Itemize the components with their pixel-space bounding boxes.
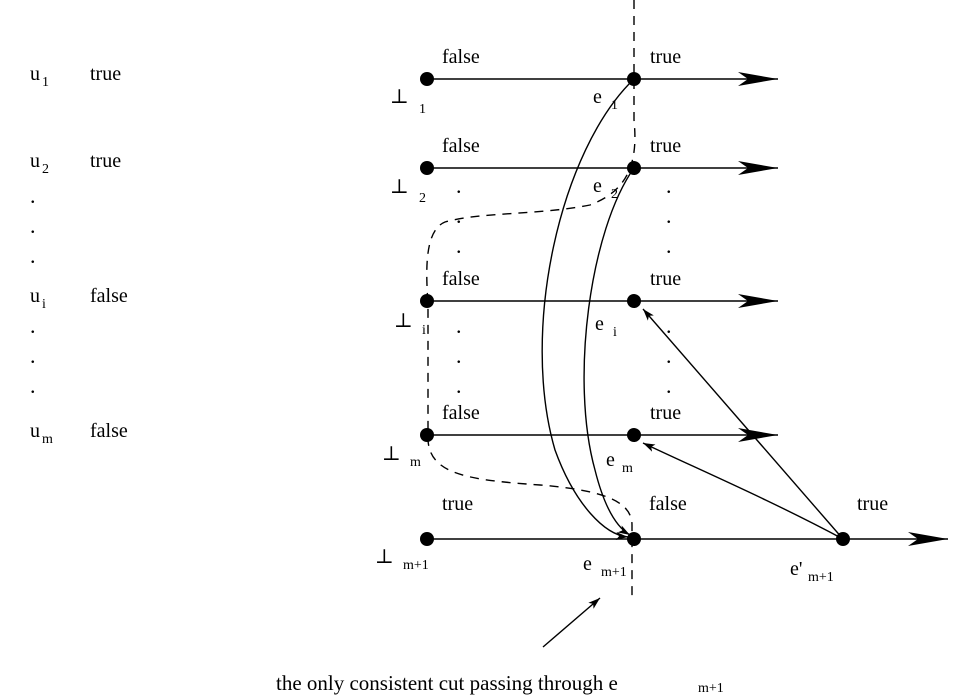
caption-pointer-arrow xyxy=(542,597,601,648)
process-line-m-plus-1: ⊥ m+1 true false true e m+1 e' m+1 xyxy=(375,493,948,585)
ellipsis-dot: . xyxy=(456,313,462,338)
variable-value: true xyxy=(90,150,121,172)
ellipsis-dot: . xyxy=(30,213,36,238)
ellipsis-dot: . xyxy=(456,173,462,198)
event-dot xyxy=(627,294,641,308)
start-event-dot xyxy=(420,161,434,175)
state-label-right: true xyxy=(650,268,681,290)
message-arrow-eprime-to-em xyxy=(642,442,844,540)
start-subscript: m xyxy=(410,455,421,470)
variable-row-u2: u 2 true xyxy=(30,150,121,177)
state-label-left: false xyxy=(442,46,480,68)
event-subscript: m xyxy=(622,461,633,476)
ellipsis-dot: . xyxy=(30,243,36,268)
event-subscript: 2 xyxy=(611,187,618,202)
process-line-1: ⊥ 1 false true e 1 xyxy=(390,46,778,117)
state-label-left: false xyxy=(442,135,480,157)
state-label-left: true xyxy=(442,493,473,515)
event-prime-subscript: m+1 xyxy=(808,570,834,585)
ellipsis-dot: . xyxy=(30,343,36,368)
ellipsis-dot: . xyxy=(30,183,36,208)
caption-subscript: m+1 xyxy=(698,681,724,696)
process-line-m: ⊥ m false true e m xyxy=(382,402,778,476)
start-symbol: ⊥ xyxy=(394,310,413,332)
event-dot xyxy=(627,428,641,442)
variable-subscript: m xyxy=(42,432,53,447)
ellipsis-dot: . xyxy=(666,203,672,228)
state-label-right: true xyxy=(650,135,681,157)
variable-value: false xyxy=(90,285,128,307)
ellipsis-left-bottom: . . . xyxy=(30,313,36,398)
event-prime-label: e' xyxy=(790,558,802,580)
variable-subscript: 1 xyxy=(42,75,49,90)
ellipsis-dot: . xyxy=(666,373,672,398)
variable-row-um: u m false xyxy=(30,420,128,447)
start-symbol: ⊥ xyxy=(390,86,409,108)
ellipsis-dot: . xyxy=(456,233,462,258)
ellipsis-dot: . xyxy=(30,373,36,398)
ellipsis-left-top: . . . xyxy=(30,183,36,268)
variable-value: false xyxy=(90,420,128,442)
event-subscript: i xyxy=(613,325,617,340)
event-label: e xyxy=(606,449,615,471)
start-subscript: m+1 xyxy=(403,558,429,573)
event-label: e xyxy=(593,175,602,197)
ellipsis-dot: . xyxy=(666,233,672,258)
state-label-left: false xyxy=(442,268,480,290)
variable-row-ui: u i false xyxy=(30,285,128,312)
ellipsis-mid-bottom: . . . . . . xyxy=(456,313,672,398)
message-arrow-eprime-to-ei xyxy=(642,308,844,540)
variable-row-u1: u 1 true xyxy=(30,63,121,90)
event-label: e xyxy=(595,313,604,335)
event-subscript: m+1 xyxy=(601,565,627,580)
start-subscript: 1 xyxy=(419,102,426,117)
state-label-middle: false xyxy=(649,493,687,515)
start-subscript: i xyxy=(422,323,426,338)
ellipsis-dot: . xyxy=(666,343,672,368)
ellipsis-mid-top: . . . . . . xyxy=(456,173,672,258)
message-arrow-e1-to-em1 xyxy=(541,78,635,540)
state-label-right: true xyxy=(857,493,888,515)
ellipsis-dot: . xyxy=(456,203,462,228)
variable-subscript: 2 xyxy=(42,162,49,177)
state-label-right: true xyxy=(650,46,681,68)
process-line-i: ⊥ i false true e i xyxy=(394,268,778,340)
consistent-cut-line xyxy=(426,0,636,600)
start-symbol: ⊥ xyxy=(382,443,401,465)
process-line-2: ⊥ 2 false true e 2 xyxy=(390,135,778,206)
ellipsis-dot: . xyxy=(30,313,36,338)
start-symbol: ⊥ xyxy=(375,546,394,568)
event-subscript: 1 xyxy=(611,98,618,113)
start-event-dot xyxy=(420,72,434,86)
variable-name: u xyxy=(30,150,40,172)
start-subscript: 2 xyxy=(419,191,426,206)
variable-name: u xyxy=(30,285,40,307)
variable-subscript: i xyxy=(42,297,46,312)
start-symbol: ⊥ xyxy=(390,176,409,198)
variable-name: u xyxy=(30,420,40,442)
event-dot xyxy=(627,532,641,546)
start-event-dot xyxy=(420,428,434,442)
state-label-left: false xyxy=(442,402,480,424)
ellipsis-dot: . xyxy=(456,373,462,398)
message-arrow-e2-to-em1 xyxy=(583,167,635,536)
start-event-dot xyxy=(420,294,434,308)
event-label: e xyxy=(583,553,592,575)
start-event-dot xyxy=(420,532,434,546)
state-label-right: true xyxy=(650,402,681,424)
ellipsis-dot: . xyxy=(666,173,672,198)
caption-text: the only consistent cut passing through … xyxy=(276,671,618,695)
event-label: e xyxy=(593,86,602,108)
variable-value: true xyxy=(90,63,121,85)
variable-name: u xyxy=(30,63,40,85)
ellipsis-dot: . xyxy=(456,343,462,368)
ellipsis-dot: . xyxy=(666,313,672,338)
